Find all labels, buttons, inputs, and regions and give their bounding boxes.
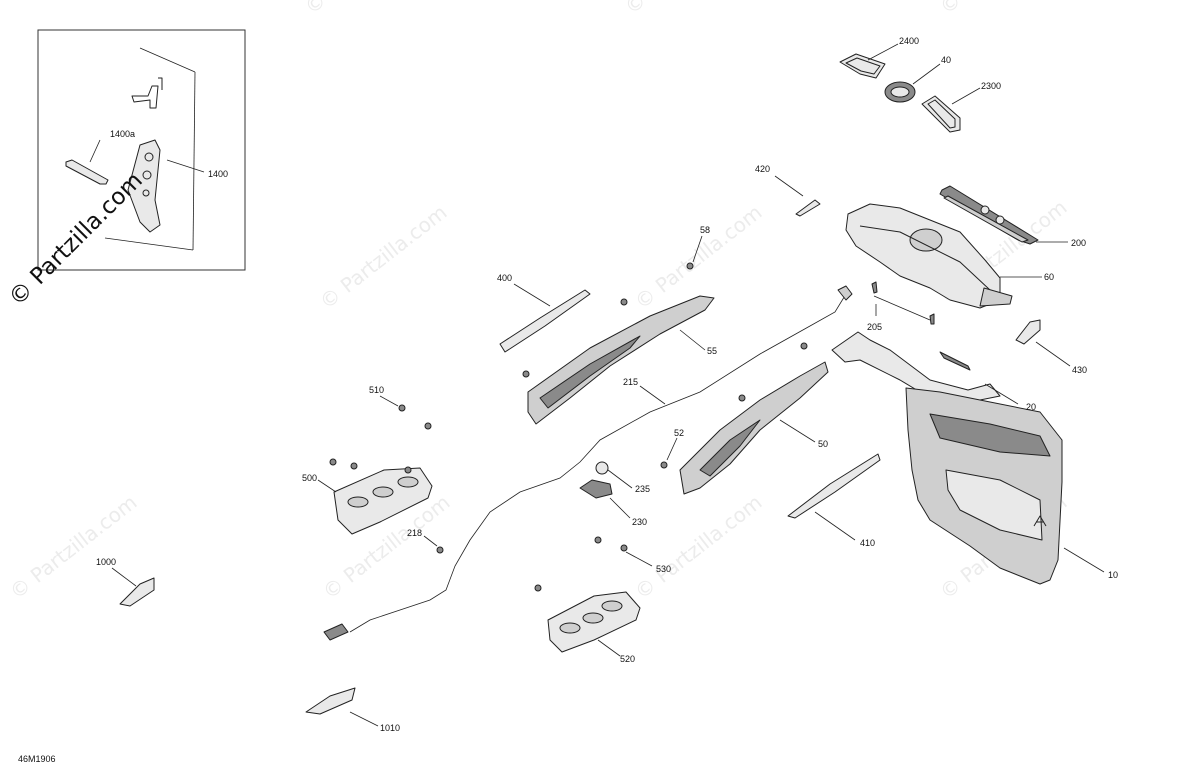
part-430 [1015, 319, 1041, 345]
callout-label: 235 [635, 484, 650, 494]
part-2300 [921, 95, 961, 133]
callout-label: 420 [755, 164, 770, 174]
inset-frame [37, 29, 246, 271]
callout-label: 530 [656, 564, 671, 574]
part-215-wire-harness [323, 285, 853, 641]
callout-label: 58 [700, 225, 710, 235]
callout-label: 520 [620, 654, 635, 664]
callout-label: 410 [860, 538, 875, 548]
callout-label: 1400 [208, 169, 228, 179]
part-500-plate [329, 458, 433, 535]
part-1000 [119, 577, 155, 607]
part-1400-bracket [127, 77, 163, 233]
callout-label: 430 [1072, 365, 1087, 375]
part-520-plate [534, 536, 641, 653]
callout-label: 2300 [981, 81, 1001, 91]
callout-label: 218 [407, 528, 422, 538]
callout-label: 2400 [899, 36, 919, 46]
part-1010 [305, 687, 356, 715]
callout-label: 230 [632, 517, 647, 527]
part-1400a-strap [65, 159, 109, 185]
part-218-nut [436, 546, 444, 554]
part-205-screws [871, 281, 935, 325]
callout-label: 200 [1071, 238, 1086, 248]
callout-label: 55 [707, 346, 717, 356]
part-510-nut [398, 404, 406, 412]
part-40-gauge [884, 81, 916, 103]
callout-label: 60 [1044, 272, 1054, 282]
callout-label: 510 [369, 385, 384, 395]
part-55-side-panel [527, 295, 715, 425]
callout-label: 1000 [96, 557, 116, 567]
part-510-nut [424, 422, 432, 430]
callout-label: 205 [867, 322, 882, 332]
callout-label: 215 [623, 377, 638, 387]
part-2400 [839, 53, 886, 79]
callout-label: 10 [1108, 570, 1118, 580]
part-420 [795, 199, 821, 217]
part-58-fasteners [522, 262, 694, 378]
callout-label: 20 [1026, 402, 1036, 412]
callout-label: 400 [497, 273, 512, 283]
callout-label: 40 [941, 55, 951, 65]
part-410 [787, 453, 881, 519]
callout-label: 1010 [380, 723, 400, 733]
part-200-switch-panel [939, 185, 1039, 245]
callout-label: 1400a [110, 129, 135, 139]
part-50-side-panel [679, 361, 829, 495]
callout-label: 500 [302, 473, 317, 483]
part-60-dash-housing [845, 203, 1013, 309]
part-10-front-panel [905, 387, 1063, 585]
callout-labels: 2400 40 2300 420 200 60 205 430 20 58 40… [96, 36, 1118, 733]
callout-label: 50 [818, 439, 828, 449]
part-235-230-clip [579, 461, 613, 499]
callout-label: 52 [674, 428, 684, 438]
part-400 [499, 289, 591, 353]
drawing-code: 46M1906 [18, 754, 56, 764]
